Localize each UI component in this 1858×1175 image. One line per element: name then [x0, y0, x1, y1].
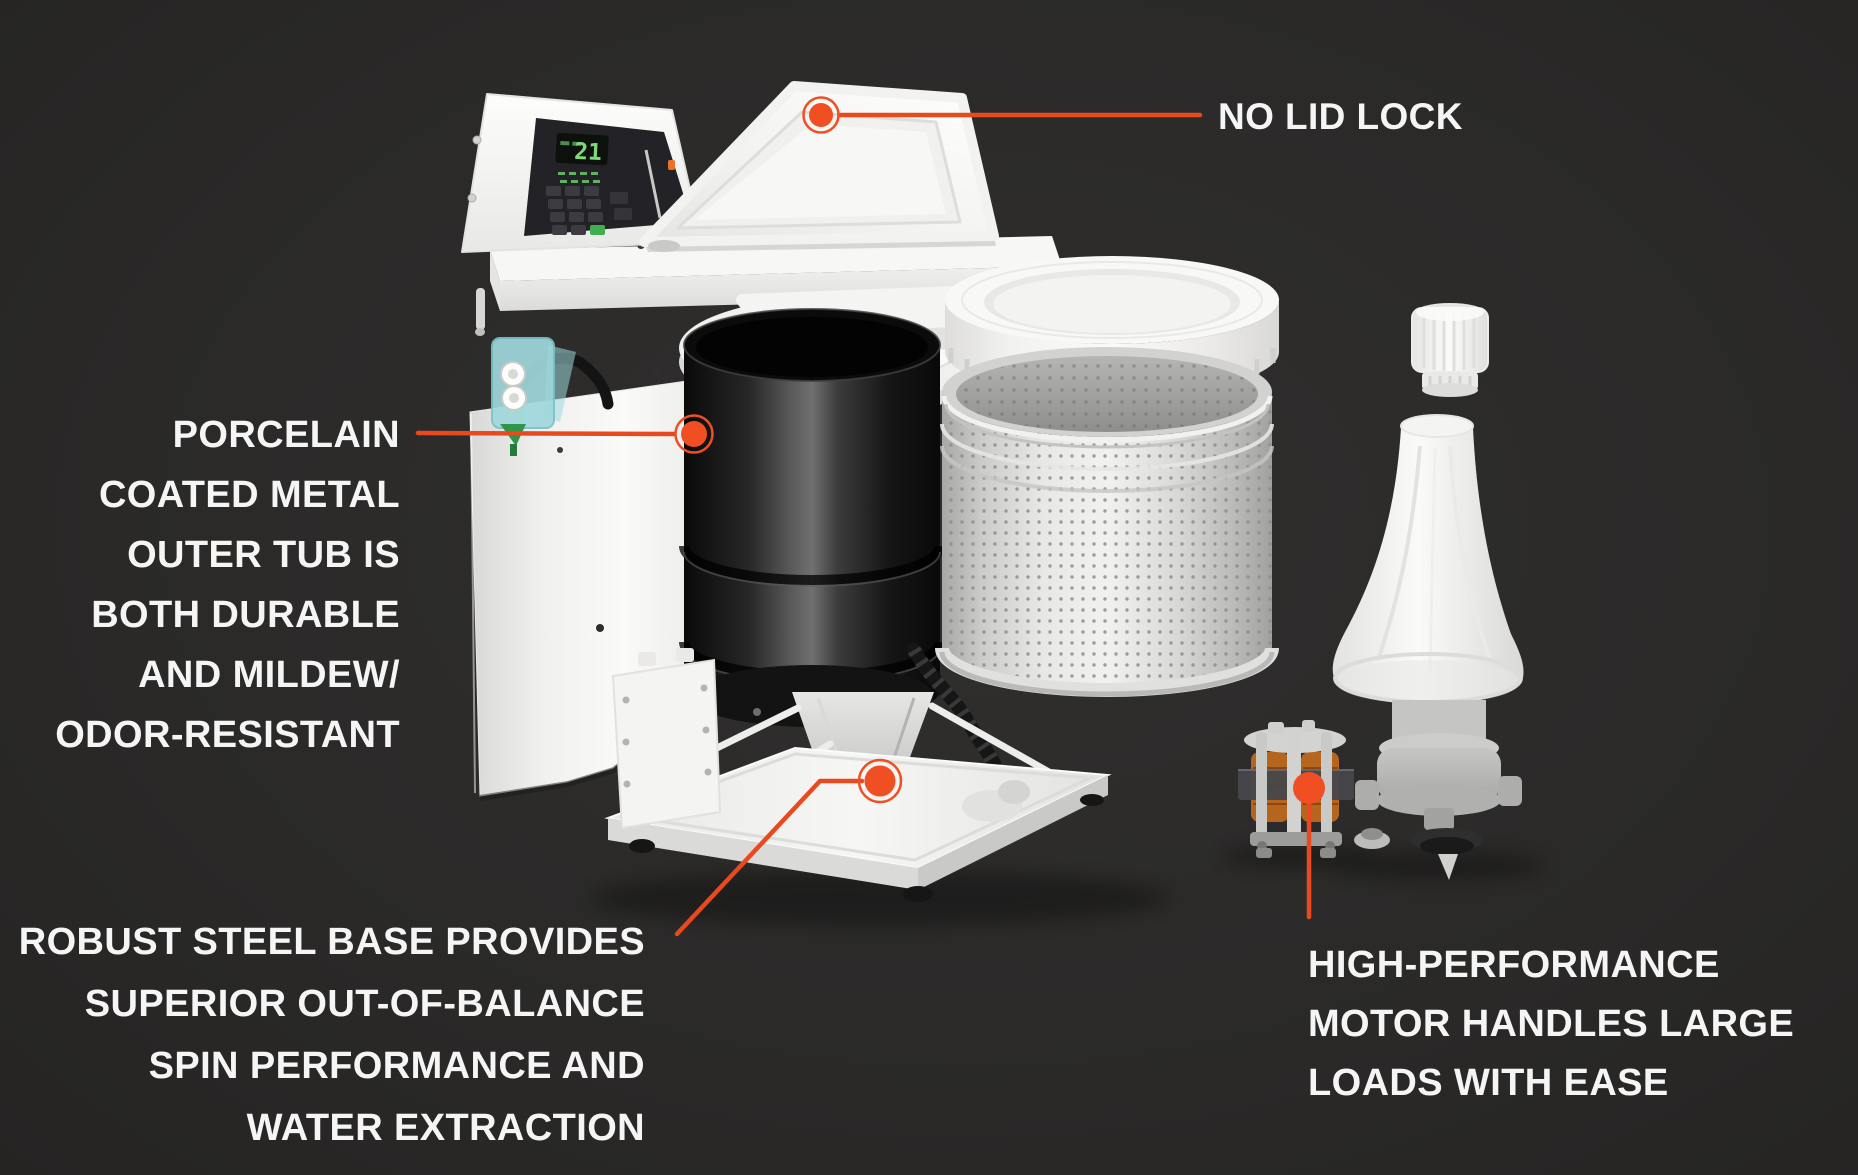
caption-line: SPIN PERFORMANCE AND	[148, 1045, 645, 1087]
caption-steel-base: ROBUST STEEL BASE PROVIDES SUPERIOR OUT-…	[19, 911, 645, 1159]
caption-line: MOTOR HANDLES LARGE	[1308, 1003, 1795, 1045]
transmission-assembly	[1354, 700, 1522, 880]
caption-line: ODOR-RESISTANT	[55, 714, 400, 756]
inner-drum	[935, 347, 1279, 697]
caption-line: AND MILDEW/	[138, 654, 400, 696]
drive-motor	[1238, 720, 1354, 858]
callout-dot-motor	[1293, 772, 1325, 804]
base-feet	[629, 794, 1104, 902]
control-console: 21	[461, 93, 703, 253]
water-inlet-valve	[491, 337, 576, 456]
callout-dot-outer-tub	[674, 414, 714, 454]
caption-line: SUPERIOR OUT-OF-BALANCE	[84, 983, 645, 1025]
agitator	[1332, 414, 1524, 704]
motor-pulley	[1354, 828, 1390, 849]
base-platform	[604, 746, 1112, 902]
brake-disc	[1411, 828, 1483, 880]
open-lid	[639, 81, 999, 252]
callout-line-base	[674, 778, 865, 937]
caption-line: OUTER TUB IS	[127, 534, 400, 576]
caption-no-lid-lock: NO LID LOCK	[1218, 93, 1463, 141]
console-keypad	[546, 186, 632, 235]
callout-dot-base	[857, 758, 903, 804]
caption-line: ROBUST STEEL BASE PROVIDES	[18, 921, 645, 963]
caption-line: LOADS WITH EASE	[1308, 1062, 1669, 1104]
callout-dot-lid	[802, 96, 840, 134]
drain-hose	[907, 643, 1010, 789]
caption-line: COATED METAL	[98, 474, 400, 516]
caption-line: WATER EXTRACTION	[246, 1107, 645, 1149]
caption-motor: HIGH-PERFORMANCE MOTOR HANDLES LARGE LOA…	[1308, 936, 1794, 1113]
console-display-value: 21	[574, 139, 603, 166]
caption-outer-tub: PORCELAIN COATED METAL OUTER TUB IS BOTH…	[55, 405, 400, 765]
caption-line: BOTH DURABLE	[91, 594, 400, 636]
console-indicator-row	[558, 172, 600, 183]
console-start-button	[590, 225, 605, 235]
console-display: 21	[555, 132, 609, 166]
dispenser-cap	[1411, 303, 1489, 397]
mounting-bracket-panel	[611, 648, 722, 830]
caption-line: NO LID LOCK	[1218, 96, 1463, 137]
console-slider-track	[644, 149, 662, 219]
caption-line: HIGH-PERFORMANCE	[1308, 944, 1720, 986]
console-indicator-led	[668, 160, 675, 170]
callout-line-outer-tub	[415, 430, 677, 437]
caption-line: PORCELAIN	[172, 414, 400, 456]
